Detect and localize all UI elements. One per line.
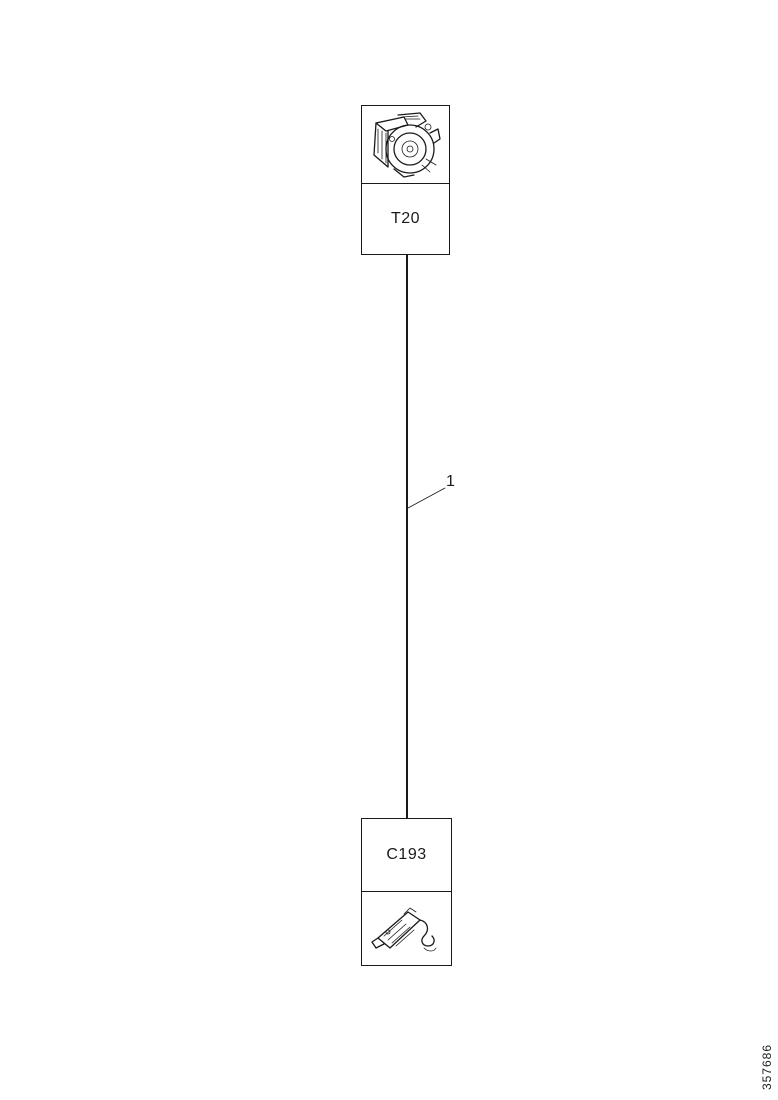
top-component-code: T20 (390, 210, 421, 227)
motor-actuator-icon (372, 111, 441, 178)
connector-pigtail-illustration (362, 891, 451, 965)
connector-pigtail-icon (370, 906, 436, 951)
bottom-component-label-cell: C193 (362, 819, 451, 891)
motor-actuator-illustration (362, 106, 449, 183)
callout-leader-line (407, 487, 446, 509)
wire-line (406, 254, 408, 819)
component-box-bottom: C193 (361, 818, 452, 966)
top-component-label-cell: T20 (362, 183, 449, 254)
component-box-top: T20 (361, 105, 450, 255)
bottom-component-code: C193 (386, 846, 427, 863)
wire-callout-number: 1 (446, 473, 455, 490)
figure-number: 357686 (760, 1043, 774, 1090)
